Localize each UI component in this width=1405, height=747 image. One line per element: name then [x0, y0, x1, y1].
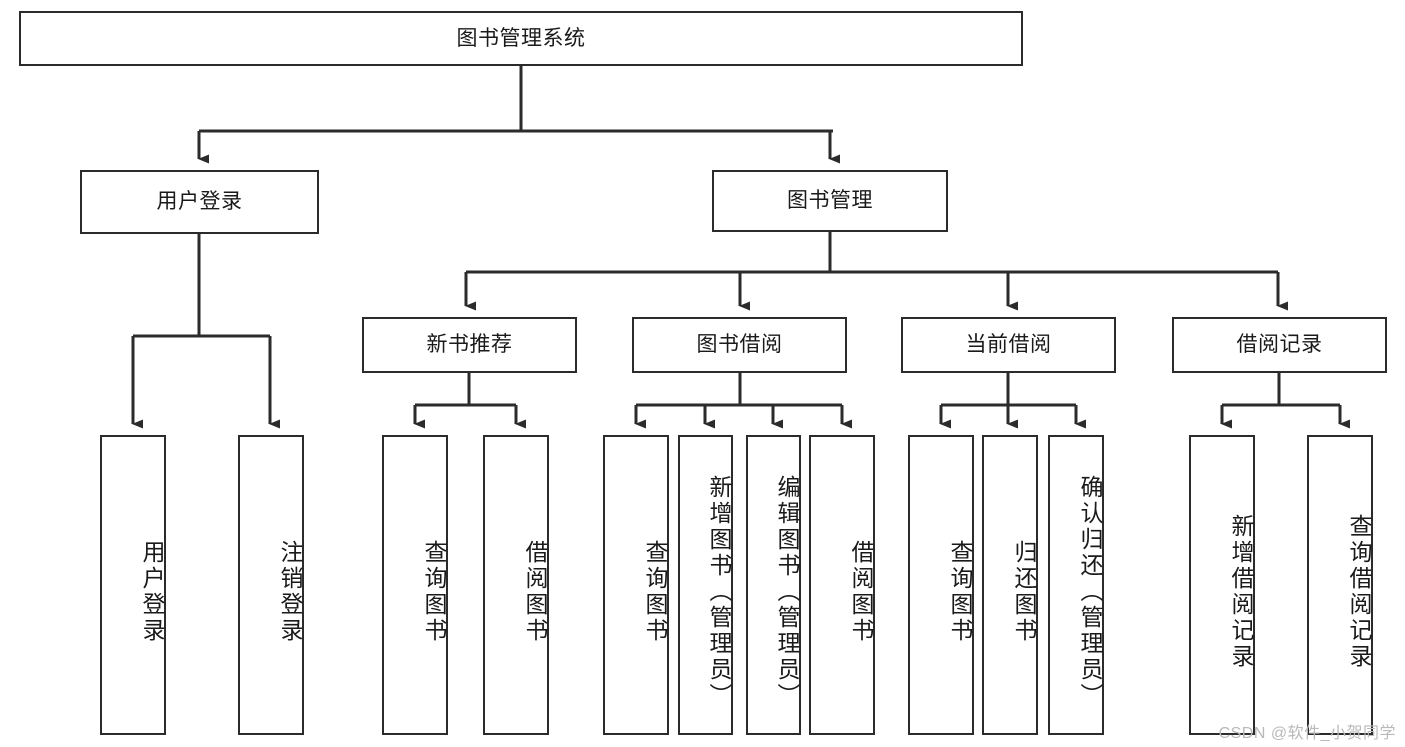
node-leaf-borrow-book-2[interactable]: 借阅图书 — [809, 435, 875, 735]
node-leaf-borrow-book-1[interactable]: 借阅图书 — [483, 435, 549, 735]
node-new-book-recommend[interactable]: 新书推荐 — [362, 317, 577, 373]
node-current-borrow[interactable]: 当前借阅 — [901, 317, 1116, 373]
node-current-borrow-label: 当前借阅 — [965, 333, 1052, 357]
node-borrow-record-label: 借阅记录 — [1236, 333, 1323, 357]
node-leaf-edit-book-label: 编辑图书（管理员） — [774, 475, 800, 709]
node-leaf-query-book-1[interactable]: 查询图书 — [382, 435, 448, 735]
node-leaf-add-book-label: 新增图书（管理员） — [706, 475, 732, 709]
node-new-book-recommend-label: 新书推荐 — [426, 333, 513, 357]
node-borrow-record[interactable]: 借阅记录 — [1172, 317, 1387, 373]
node-book-borrow-label: 图书借阅 — [696, 333, 783, 357]
node-leaf-user-login[interactable]: 用户登录 — [100, 435, 166, 735]
node-leaf-user-logout-label: 注销登录 — [277, 540, 303, 644]
node-root[interactable]: 图书管理系统 — [19, 11, 1023, 66]
node-book-management-label: 图书管理 — [787, 189, 873, 213]
node-leaf-add-book[interactable]: 新增图书（管理员） — [678, 435, 733, 735]
csdn-watermark: CSDN @软件_小贺同学 — [1218, 725, 1396, 742]
node-leaf-query-book-1-label: 查询图书 — [421, 540, 447, 644]
node-leaf-add-record[interactable]: 新增借阅记录 — [1189, 435, 1255, 735]
node-leaf-user-logout[interactable]: 注销登录 — [238, 435, 304, 735]
node-root-label: 图书管理系统 — [456, 26, 586, 50]
node-book-management[interactable]: 图书管理 — [712, 170, 948, 232]
node-leaf-query-book-2[interactable]: 查询图书 — [603, 435, 669, 735]
node-user-login-label: 用户登录 — [156, 190, 243, 214]
node-leaf-return-book-label: 归还图书 — [1011, 540, 1037, 644]
node-leaf-query-book-3[interactable]: 查询图书 — [908, 435, 974, 735]
node-leaf-confirm-return[interactable]: 确认归还（管理员） — [1048, 435, 1104, 735]
node-leaf-add-record-label: 新增借阅记录 — [1228, 514, 1254, 670]
node-leaf-query-book-2-label: 查询图书 — [642, 540, 668, 644]
node-leaf-query-record[interactable]: 查询借阅记录 — [1307, 435, 1373, 735]
node-leaf-borrow-book-1-label: 借阅图书 — [522, 540, 548, 644]
node-leaf-confirm-return-label: 确认归还（管理员） — [1077, 475, 1103, 709]
node-leaf-user-login-label: 用户登录 — [139, 540, 165, 644]
node-leaf-edit-book[interactable]: 编辑图书（管理员） — [746, 435, 801, 735]
node-book-borrow[interactable]: 图书借阅 — [632, 317, 847, 373]
node-leaf-return-book[interactable]: 归还图书 — [982, 435, 1038, 735]
node-user-login[interactable]: 用户登录 — [80, 170, 319, 234]
node-leaf-query-book-3-label: 查询图书 — [947, 540, 973, 644]
node-leaf-query-record-label: 查询借阅记录 — [1346, 514, 1372, 670]
node-leaf-borrow-book-2-label: 借阅图书 — [848, 540, 874, 644]
